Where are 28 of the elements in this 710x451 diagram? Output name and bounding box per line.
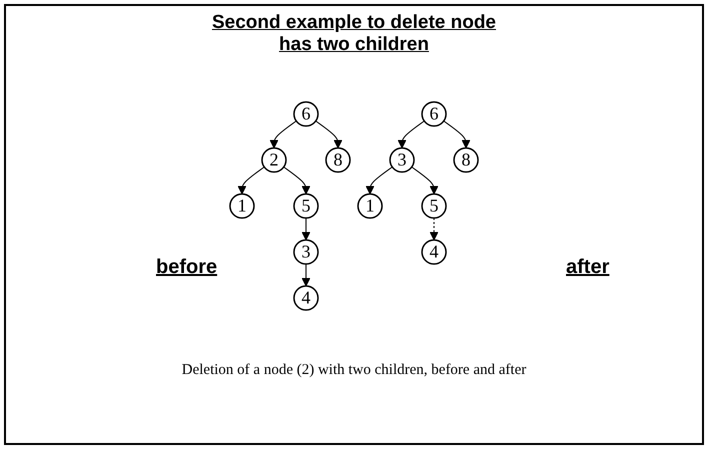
caption: Deletion of a node (2) with two children, before and after <box>182 362 526 379</box>
arrow <box>270 120 297 148</box>
node-circle: 3 <box>389 147 415 173</box>
tree-label: before <box>156 256 218 279</box>
node-circle: 5 <box>293 193 319 219</box>
node-circle: 1 <box>229 193 255 219</box>
arrow <box>315 120 342 148</box>
node-circle: 4 <box>293 285 319 311</box>
arrow <box>283 166 310 194</box>
arrow <box>366 166 393 194</box>
arrow <box>302 264 310 286</box>
node-circle: 4 <box>421 239 447 265</box>
arrow <box>398 120 425 148</box>
arrow <box>443 120 470 148</box>
arrow <box>238 166 265 194</box>
arrow <box>430 218 438 240</box>
node-circle: 6 <box>293 101 319 127</box>
node-circle: 1 <box>357 193 383 219</box>
node-circle: 8 <box>453 147 479 173</box>
node-circle: 8 <box>325 147 351 173</box>
node-circle: 2 <box>261 147 287 173</box>
node-circle: 6 <box>421 101 447 127</box>
arrow <box>411 166 438 194</box>
title: Second example to delete node has two children <box>210 12 498 56</box>
tree-label: after <box>566 256 610 279</box>
node-circle: 3 <box>293 239 319 265</box>
node-circle: 5 <box>421 193 447 219</box>
arrow <box>302 218 310 240</box>
